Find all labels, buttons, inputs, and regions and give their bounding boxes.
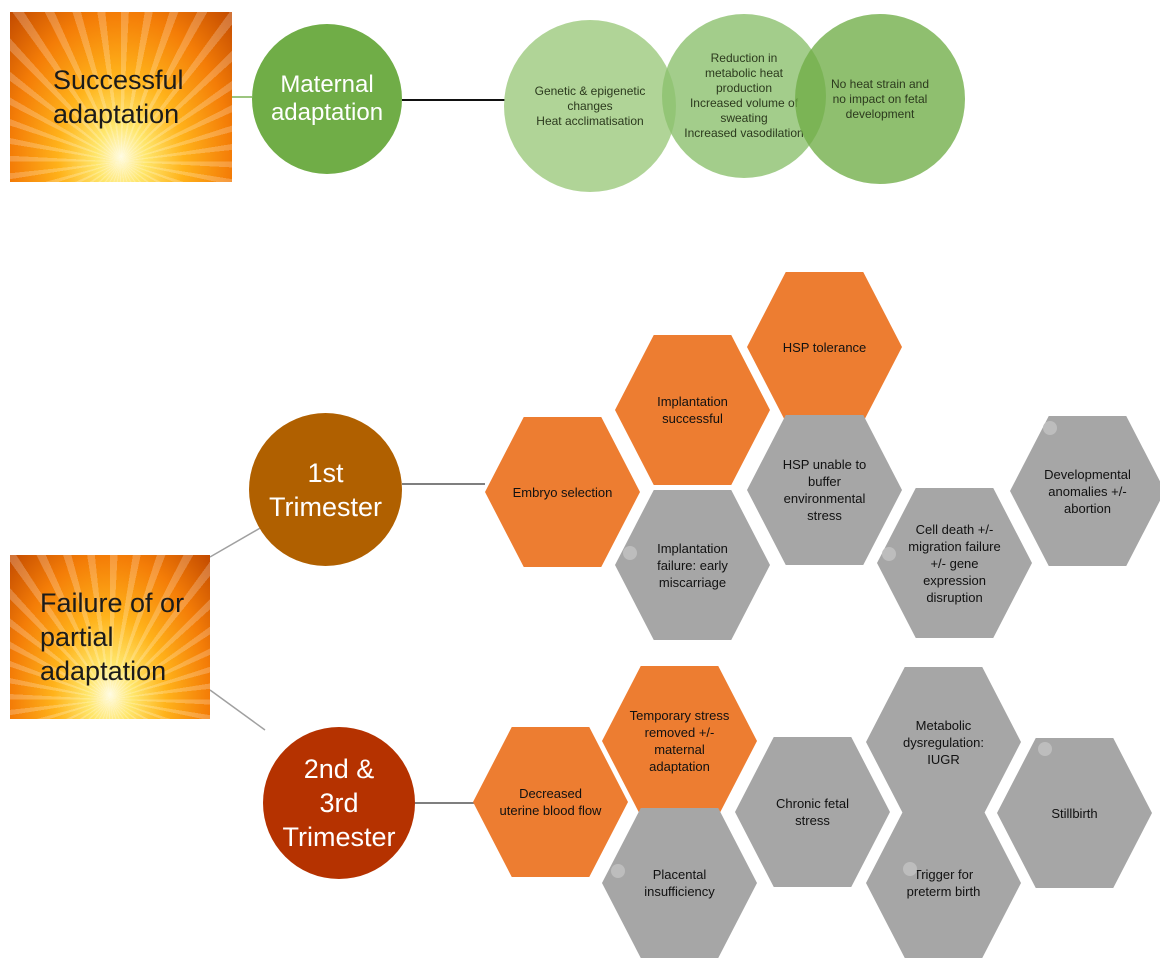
hex-decreased-blood-flow-text: Decreased uterine blood flow	[499, 786, 602, 818]
venn-circle-genetic: Genetic & epigenetic changes Heat acclim…	[504, 20, 676, 192]
successful-adaptation-label: Successful adaptation	[53, 65, 184, 129]
venn-outcome-text: No heat strain and no impact on fetal de…	[830, 76, 930, 121]
failure-adaptation-image: Failure of or partial adaptation	[10, 555, 210, 719]
decorative-dot	[1038, 742, 1052, 756]
hex-stillbirth-text: Stillbirth	[1051, 805, 1098, 821]
second-third-trimester-circle: 2nd & 3rd Trimester	[263, 727, 415, 879]
connector-failure-second	[209, 689, 266, 731]
hex-hsp-unable-text: HSP unable to buffer environmental stres…	[782, 457, 867, 523]
hex-embryo-selection-text: Embryo selection	[512, 484, 613, 500]
hex-developmental-anomalies-text: Developmental anomalies +/- abortion	[1044, 466, 1131, 516]
decorative-dot	[903, 862, 917, 876]
hex-cell-death-text: Cell death +/- migration failure +/- gen…	[908, 521, 1001, 605]
hex-preterm-birth-text: Trigger for preterm birth	[906, 867, 981, 899]
maternal-adaptation-label: Maternal adaptation	[270, 71, 384, 126]
second-third-trimester-label: 2nd & 3rd Trimester	[282, 754, 396, 852]
decorative-dot	[611, 864, 625, 878]
maternal-adaptation-circle: Maternal adaptation	[252, 24, 402, 174]
hex-temporary-stress-removed-text: Temporary stress removed +/- maternal ad…	[629, 708, 730, 774]
first-trimester-label: 1st Trimester	[269, 457, 382, 522]
connector-failure-first	[209, 526, 263, 558]
hex-implantation-successful-text: Implantation successful	[657, 394, 728, 426]
successful-adaptation-image: Successful adaptation	[10, 12, 232, 182]
decorative-dot	[882, 547, 896, 561]
first-trimester-circle: 1st Trimester	[249, 413, 402, 566]
decorative-dot	[1043, 421, 1057, 435]
venn-circle-outcome: No heat strain and no impact on fetal de…	[795, 14, 965, 184]
venn-genetic-text: Genetic & epigenetic changes Heat acclim…	[534, 83, 646, 128]
hex-metabolic-dysregulation-text: Metabolic dysregulation: IUGR	[903, 717, 984, 767]
failure-adaptation-label: Failure of or partial adaptation	[40, 588, 185, 686]
hex-hsp-tolerance-text: HSP tolerance	[782, 339, 867, 355]
hex-implantation-failure-text: Implantation failure: early miscarriage	[657, 540, 728, 590]
hex-placental-insufficiency-text: Placental insufficiency	[644, 867, 715, 899]
decorative-dot	[623, 546, 637, 560]
venn-physiology-text: Reduction in metabolic heat production I…	[684, 51, 804, 140]
hex-chronic-fetal-stress-text: Chronic fetal stress	[776, 796, 849, 828]
